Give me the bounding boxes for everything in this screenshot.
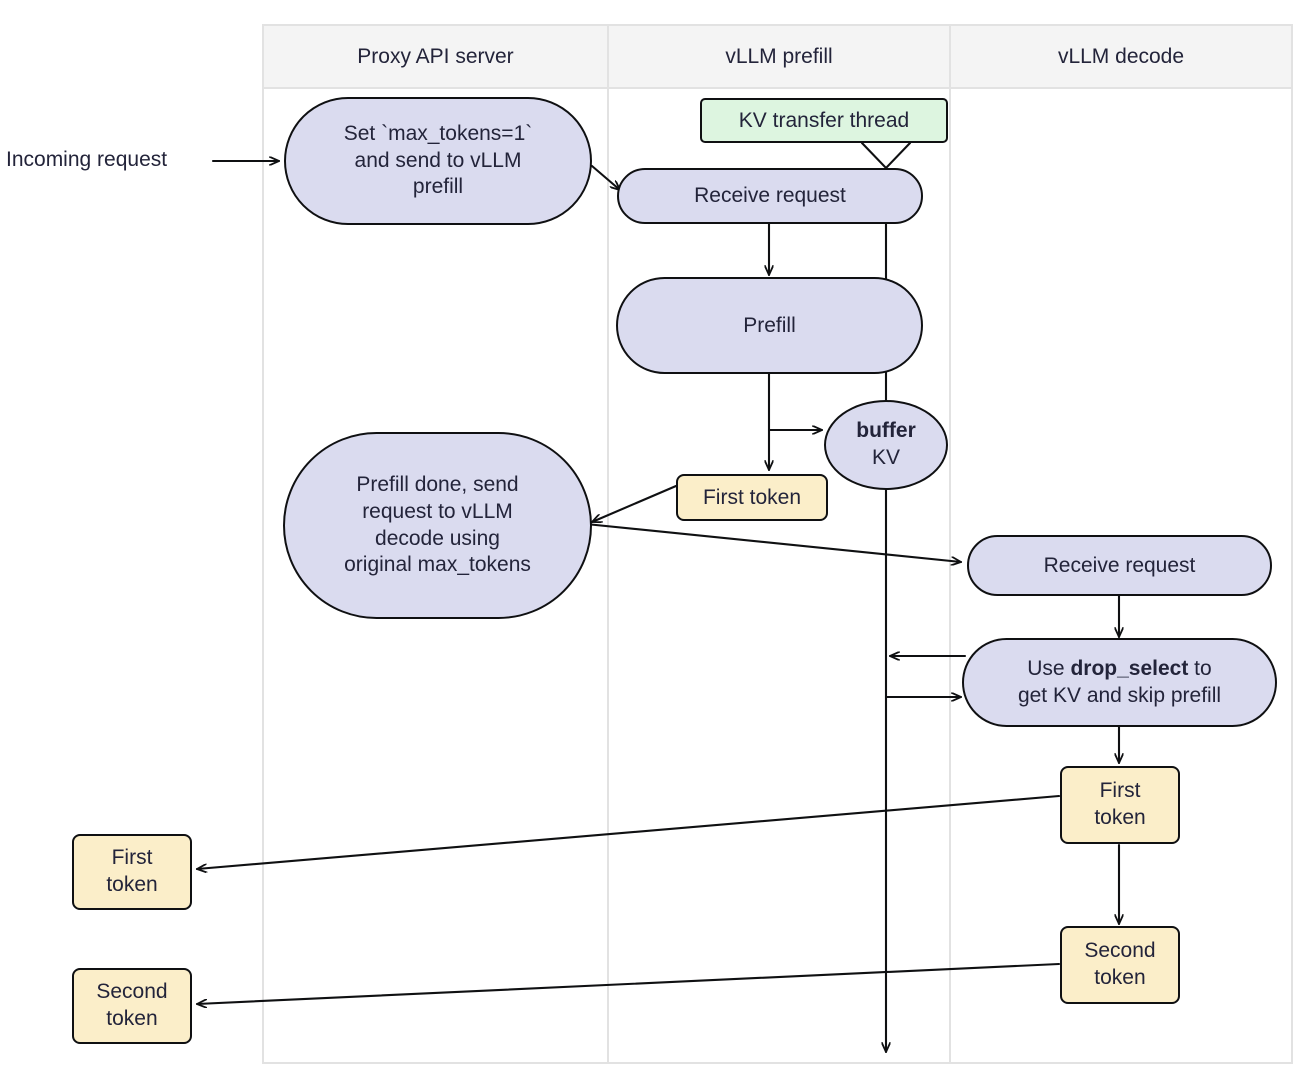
- edge-done-to-decode: [584, 522, 963, 562]
- proxy-first-token-line-1: First: [111, 846, 153, 870]
- incoming-request-text: Incoming request: [6, 148, 168, 171]
- node-prefill-step[interactable]: Prefill: [616, 277, 923, 374]
- buffer-kv-line-1: buffer: [856, 419, 916, 443]
- drop-select-line-2: get KV and skip prefill: [1017, 683, 1222, 707]
- lane-header-decode-label: vLLM decode: [1057, 44, 1185, 68]
- set-max-tokens-line-2: and send to vLLM: [354, 148, 522, 172]
- node-kv-transfer-thread[interactable]: KV transfer thread: [700, 98, 948, 143]
- lane-header-proxy: Proxy API server: [263, 25, 608, 88]
- edge-set-to-receive: [590, 164, 622, 192]
- proxy-second-token-line-2: token: [106, 1007, 158, 1030]
- prefill-done-line-4: original max_tokens: [344, 553, 531, 577]
- buffer-kv-line-2: KV: [871, 446, 900, 469]
- prefill-receive-request-label: Receive request: [694, 184, 846, 207]
- prefill-done-line-1: Prefill done, send: [356, 472, 519, 496]
- decode-first-token-line-1: First: [1099, 779, 1141, 803]
- decode-second-token-line-1: Second: [1084, 939, 1156, 963]
- prefill-step-label: Prefill: [743, 313, 796, 337]
- drop-select-suffix: to: [1188, 656, 1212, 680]
- node-decode-first-token[interactable]: First token: [1060, 766, 1180, 844]
- set-max-tokens-line-3: prefill: [412, 175, 464, 199]
- lane-header-prefill-label: vLLM prefill: [725, 44, 833, 68]
- prefill-done-line-2: request to vLLM: [362, 499, 513, 523]
- lane-header-prefill: vLLM prefill: [608, 25, 950, 88]
- lane-frame: [262, 24, 1293, 1064]
- note-tail: [860, 141, 912, 170]
- proxy-second-token-line-1: Second: [96, 980, 168, 1004]
- drop-select-line-1: Use drop_select to: [1018, 656, 1221, 683]
- node-prefill-done[interactable]: Prefill done, send request to vLLM decod…: [283, 432, 592, 619]
- decode-second-token-line-2: token: [1094, 966, 1146, 989]
- prefill-first-token-label: First token: [702, 485, 802, 509]
- edge-firsttoken-to-done: [590, 484, 678, 522]
- node-prefill-receive-request[interactable]: Receive request: [617, 168, 923, 224]
- drop-select-keyword: drop_select: [1070, 656, 1189, 680]
- node-set-max-tokens[interactable]: Set `max_tokens=1` and send to vLLM pref…: [284, 97, 592, 225]
- lane-header-proxy-label: Proxy API server: [357, 44, 514, 68]
- incoming-request-label: Incoming request: [6, 148, 167, 172]
- lane-header-decode: vLLM decode: [950, 25, 1292, 88]
- node-decode-receive-request[interactable]: Receive request: [967, 535, 1272, 596]
- node-decode-second-token[interactable]: Second token: [1060, 926, 1180, 1004]
- node-buffer-kv[interactable]: buffer KV: [824, 400, 948, 490]
- decode-first-token-line-2: token: [1094, 806, 1146, 829]
- node-proxy-first-token[interactable]: First token: [72, 834, 192, 910]
- edge-decode-first-to-proxy: [195, 794, 1061, 869]
- drop-select-prefix: Use: [1027, 656, 1071, 680]
- node-drop-select[interactable]: Use drop_select to get KV and skip prefi…: [962, 638, 1277, 727]
- node-proxy-second-token[interactable]: Second token: [72, 968, 192, 1044]
- proxy-first-token-line-2: token: [106, 873, 158, 896]
- kv-transfer-thread-label: KV transfer thread: [738, 108, 910, 132]
- set-max-tokens-line-1: Set `max_tokens=1`: [343, 121, 533, 145]
- prefill-done-line-3: decode using: [375, 526, 500, 550]
- node-prefill-first-token[interactable]: First token: [676, 474, 828, 521]
- decode-receive-request-label: Receive request: [1043, 553, 1196, 577]
- edge-decode-second-to-proxy: [195, 962, 1061, 1004]
